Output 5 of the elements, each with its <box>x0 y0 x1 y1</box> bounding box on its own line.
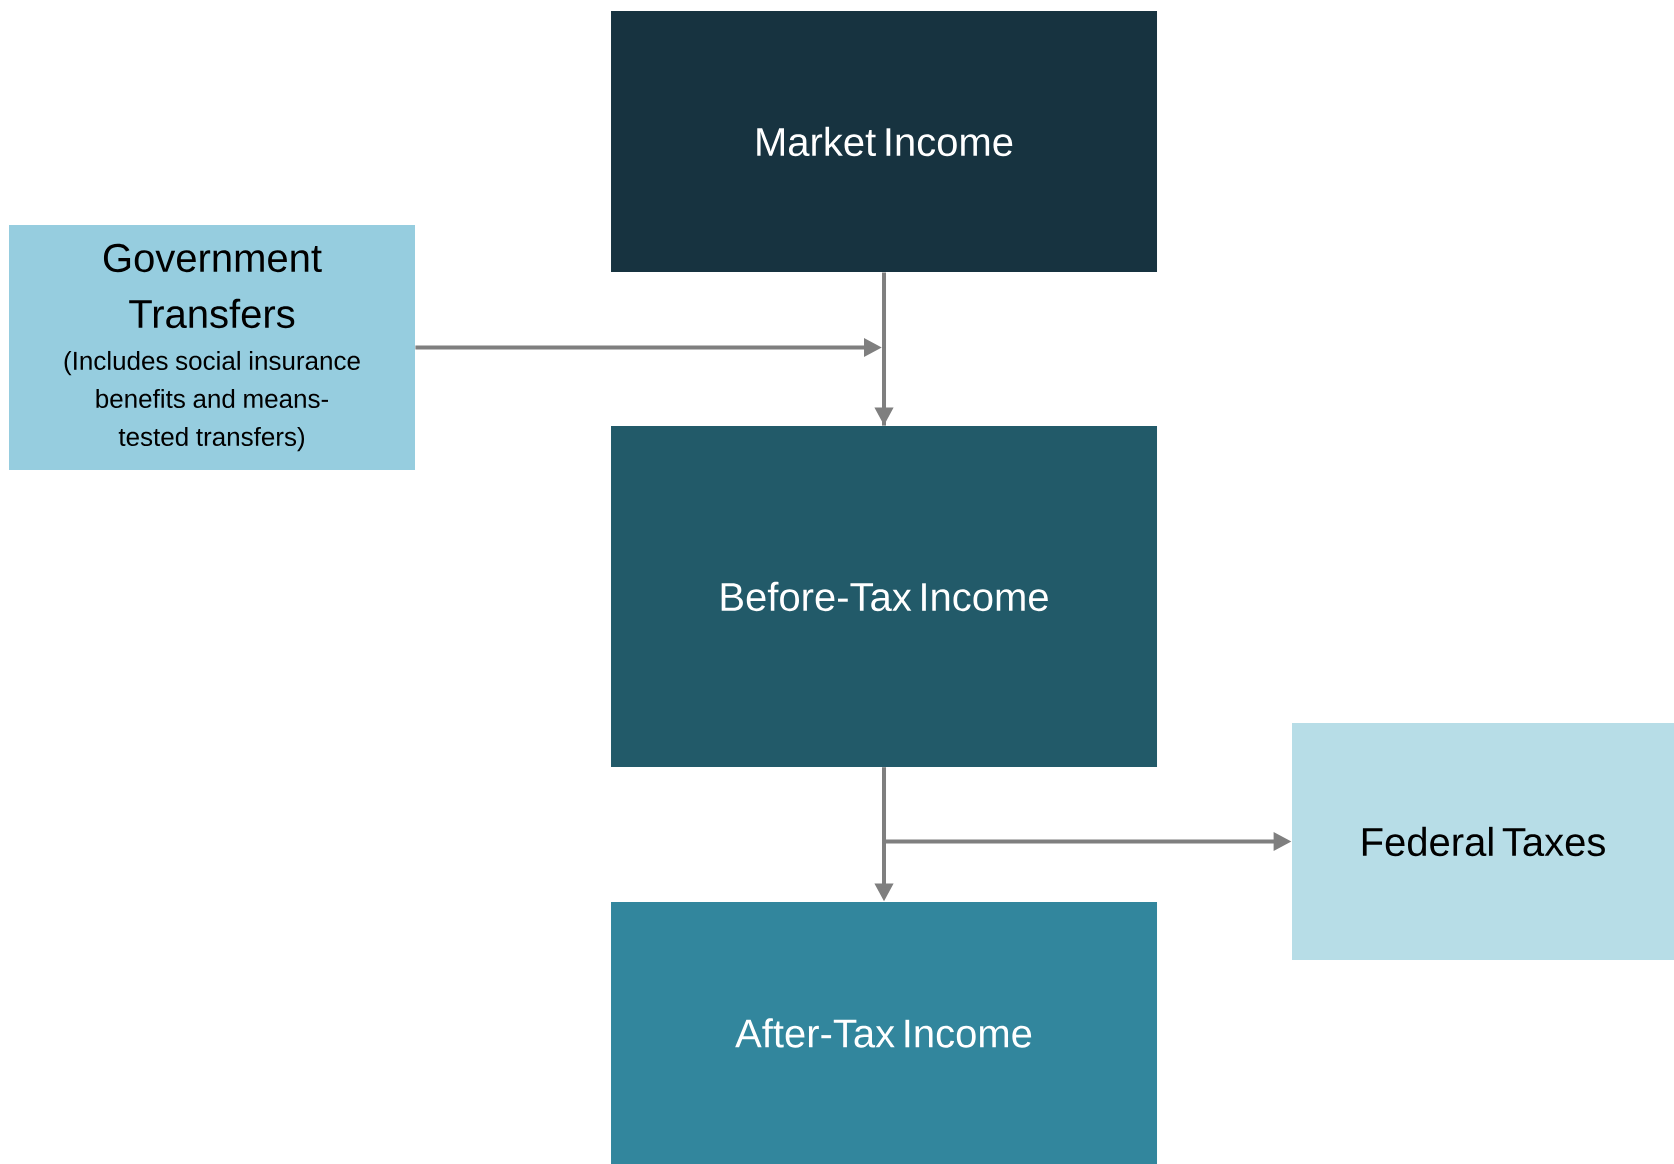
flow-box: Federal Taxes <box>1292 723 1674 960</box>
income-box: Market Income <box>611 11 1157 272</box>
flow-box: Government Transfers (Includes social insurance benefits and means-tested transfers) <box>9 225 415 470</box>
income-box: After-Tax Income <box>611 902 1157 1164</box>
income-box: Before-Tax Income <box>611 426 1157 767</box>
